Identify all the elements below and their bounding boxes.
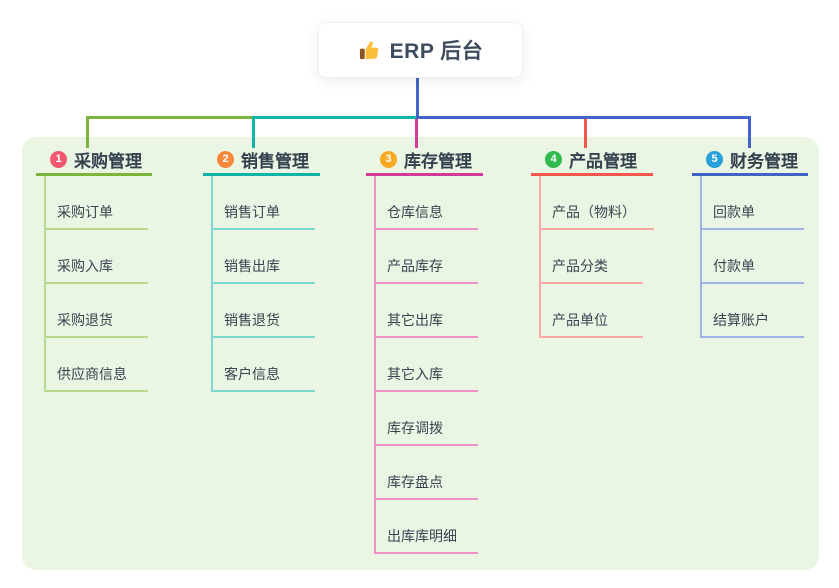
child-node[interactable]: 库存盘点: [374, 446, 478, 500]
child-label: 客户信息: [224, 366, 280, 382]
branch-label: 财务管理: [730, 152, 798, 171]
child-label: 付款单: [713, 258, 755, 274]
child-label: 结算账户: [713, 312, 769, 328]
child-label: 采购入库: [57, 258, 113, 274]
branch-number-badge: 5: [706, 151, 723, 168]
branch-title-4[interactable]: 4 产品管理: [531, 148, 653, 176]
branch-title-2[interactable]: 2 销售管理: [203, 148, 320, 176]
child-node[interactable]: 出库库明细: [374, 500, 478, 554]
connector-drop-1: [86, 116, 89, 148]
branch-number-badge: 4: [545, 151, 562, 168]
child-node[interactable]: 其它入库: [374, 338, 478, 392]
child-node[interactable]: 付款单: [700, 230, 804, 284]
branch-number-badge: 1: [50, 151, 67, 168]
child-node[interactable]: 销售出库: [211, 230, 315, 284]
child-label: 其它入库: [387, 366, 443, 382]
child-node[interactable]: 回款单: [700, 176, 804, 230]
connector-bus-1: [86, 116, 255, 119]
branch-children: 销售订单销售出库销售退货客户信息: [211, 176, 320, 392]
branch-title-5[interactable]: 5 财务管理: [692, 148, 808, 176]
child-node[interactable]: 采购入库: [44, 230, 148, 284]
child-node[interactable]: 供应商信息: [44, 338, 148, 392]
branch-title-3[interactable]: 3 库存管理: [366, 148, 483, 176]
child-label: 采购订单: [57, 204, 113, 220]
branch-number-badge: 3: [380, 151, 397, 168]
branch-label: 采购管理: [74, 152, 142, 171]
child-label: 销售订单: [224, 204, 280, 220]
branch-column-5: 5 财务管理回款单付款单结算账户: [692, 148, 808, 338]
child-label: 销售出库: [224, 258, 280, 274]
branch-column-4: 4 产品管理产品（物料） 产品分类产品单位: [531, 148, 654, 338]
child-node[interactable]: 采购订单: [44, 176, 148, 230]
connector-drop-2: [252, 116, 255, 148]
child-label: 仓库信息: [387, 204, 443, 220]
branch-children: 采购订单采购入库采购退货供应商信息: [44, 176, 152, 392]
branch-children: 产品（物料） 产品分类产品单位: [539, 176, 654, 338]
connector-bus-3: [417, 116, 751, 119]
branch-column-3: 3 库存管理仓库信息产品库存其它出库其它入库库存调拨库存盘点出库库明细: [366, 148, 483, 554]
child-label: 销售退货: [224, 312, 280, 328]
child-label: 产品分类: [552, 258, 608, 274]
branch-label: 销售管理: [241, 152, 309, 171]
branch-label: 库存管理: [404, 152, 472, 171]
connector-drop-5: [748, 116, 751, 148]
connector-drop-4: [584, 116, 587, 148]
connector-root: [416, 78, 419, 119]
connector-bus-2: [252, 116, 419, 119]
child-label: 出库库明细: [387, 528, 457, 544]
child-node[interactable]: 产品分类: [539, 230, 643, 284]
root-node[interactable]: ERP 后台: [318, 22, 523, 78]
child-node[interactable]: 采购退货: [44, 284, 148, 338]
child-node[interactable]: 库存调拨: [374, 392, 478, 446]
child-node[interactable]: 销售订单: [211, 176, 315, 230]
child-node[interactable]: 客户信息: [211, 338, 315, 392]
branch-title-1[interactable]: 1 采购管理: [36, 148, 152, 176]
child-node[interactable]: 产品（物料）: [539, 176, 654, 230]
child-node[interactable]: 仓库信息: [374, 176, 478, 230]
child-label: 产品（物料）: [552, 204, 636, 220]
thumbs-up-icon: [358, 39, 381, 62]
child-node[interactable]: 销售退货: [211, 284, 315, 338]
branch-column-2: 2 销售管理销售订单销售出库销售退货客户信息: [203, 148, 320, 392]
child-label: 其它出库: [387, 312, 443, 328]
child-label: 采购退货: [57, 312, 113, 328]
child-label: 回款单: [713, 204, 755, 220]
branch-children: 回款单付款单结算账户: [700, 176, 808, 338]
branch-children: 仓库信息产品库存其它出库其它入库库存调拨库存盘点出库库明细: [374, 176, 483, 554]
child-node[interactable]: 结算账户: [700, 284, 804, 338]
child-label: 供应商信息: [57, 366, 127, 382]
child-node[interactable]: 产品库存: [374, 230, 478, 284]
child-label: 产品单位: [552, 312, 608, 328]
child-node[interactable]: 其它出库: [374, 284, 478, 338]
child-label: 产品库存: [387, 258, 443, 274]
branch-label: 产品管理: [569, 152, 637, 171]
branches-panel: [22, 137, 819, 570]
child-node[interactable]: 产品单位: [539, 284, 643, 338]
child-label: 库存调拨: [387, 420, 443, 436]
root-label: ERP 后台: [389, 40, 484, 63]
child-label: 库存盘点: [387, 474, 443, 490]
connector-drop-3: [415, 116, 418, 148]
branch-column-1: 1 采购管理采购订单采购入库采购退货供应商信息: [36, 148, 152, 392]
branch-number-badge: 2: [217, 151, 234, 168]
